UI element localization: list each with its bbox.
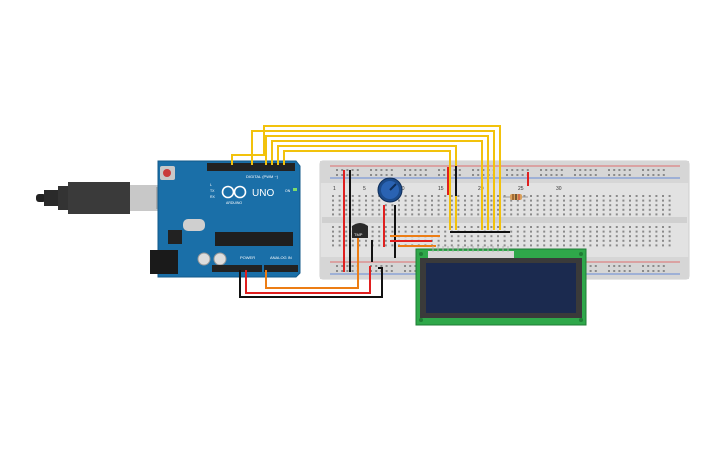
analog-pin-header[interactable] [264,265,298,272]
lcd-screen [426,263,576,313]
column-number-20: 20 [478,186,484,192]
tx-label: TX [210,189,215,193]
resistor[interactable] [503,172,529,200]
breadboard[interactable]: 1 5 10 15 20 25 30 [319,160,690,280]
power-header-label: POWER [240,255,255,260]
on-label: ON [285,189,291,193]
column-number-1: 1 [333,186,336,192]
atmega-chip [215,232,293,246]
power-ground-wires[interactable] [239,166,510,298]
arduino-uno-board[interactable]: DIGITAL (PWM ~) POWER ANALOG IN UNO ARDU… [150,160,301,278]
lcd-data-wires[interactable] [231,125,501,230]
column-number-5: 5 [363,186,366,192]
rx-label: RX [210,195,216,199]
potentiometer[interactable] [377,177,403,203]
power-wire[interactable] [245,266,371,294]
model-label: UNO [252,188,274,199]
temperature-sensor[interactable]: TMP [352,223,368,238]
sensor-label: TMP [354,232,363,237]
on-led [293,188,297,191]
ground-wire[interactable] [239,267,383,298]
lcd-pin-legs [432,246,509,252]
analog-header-label: ANALOG IN [270,255,292,260]
column-number-30: 30 [556,186,562,192]
sensor-signal-wire[interactable] [265,238,359,289]
lcd-16x2-display[interactable] [415,248,587,326]
reset-button[interactable] [163,169,171,177]
brand-label: ARDUINO [226,201,242,205]
arduino-logo-icon [221,185,247,199]
column-number-25: 25 [518,186,524,192]
digital-pin-header[interactable] [207,163,295,171]
column-number-15: 15 [438,186,444,192]
power-pin-header[interactable] [212,265,262,272]
lcd-pin-header [428,251,514,258]
digital-header-label: DIGITAL (PWM ~) [246,174,279,179]
l-label: L [210,183,212,187]
